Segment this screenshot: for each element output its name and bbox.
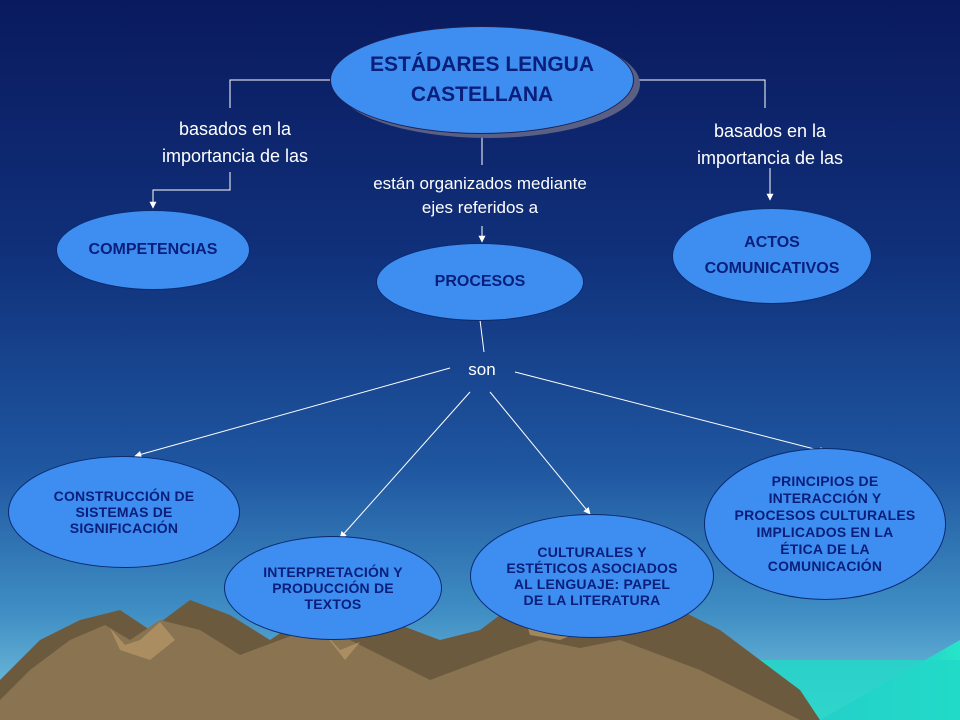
connector-procesos-son	[479, 319, 485, 353]
principios-node: PRINCIPIOS DE INTERACCIÓN Y PROCESOS CUL…	[704, 448, 946, 600]
construccion-node: CONSTRUCCIÓN DE SISTEMAS DE SIGNIFICACIÓ…	[8, 456, 240, 568]
procesos-node: PROCESOS	[376, 243, 584, 321]
connector-son-interpretacion	[339, 391, 471, 539]
connector-title-left	[229, 79, 330, 108]
connector-son-principios	[514, 371, 827, 454]
culturales-node: CULTURALES Y ESTÉTICOS ASOCIADOS AL LENG…	[470, 514, 714, 638]
interpretacion-node: INTERPRETACIÓN Y PRODUCCIÓN DE TEXTOS	[224, 536, 442, 640]
mountains-highlight	[110, 602, 585, 660]
connector-son-construccion	[134, 367, 451, 458]
connector-son-culturales	[489, 391, 591, 515]
link-center-text: están organizados mediante ejes referido…	[373, 174, 587, 217]
competencias-node: COMPETENCIAS	[56, 210, 250, 290]
mountains-front	[0, 620, 800, 720]
connector-title-right	[630, 79, 766, 108]
actos-comunicativos-node: ACTOS COMUNICATIVOS	[672, 208, 872, 304]
title-text: ESTÁDARES LENGUA CASTELLANA	[369, 53, 595, 106]
title-node: ESTÁDARES LENGUA CASTELLANA	[330, 26, 634, 134]
connector-left-competencias	[149, 172, 231, 209]
son-text: son	[468, 360, 496, 379]
link-right-text: basados en la importancia de las	[696, 121, 844, 168]
link-left-text: basados en la importancia de las	[161, 119, 309, 166]
